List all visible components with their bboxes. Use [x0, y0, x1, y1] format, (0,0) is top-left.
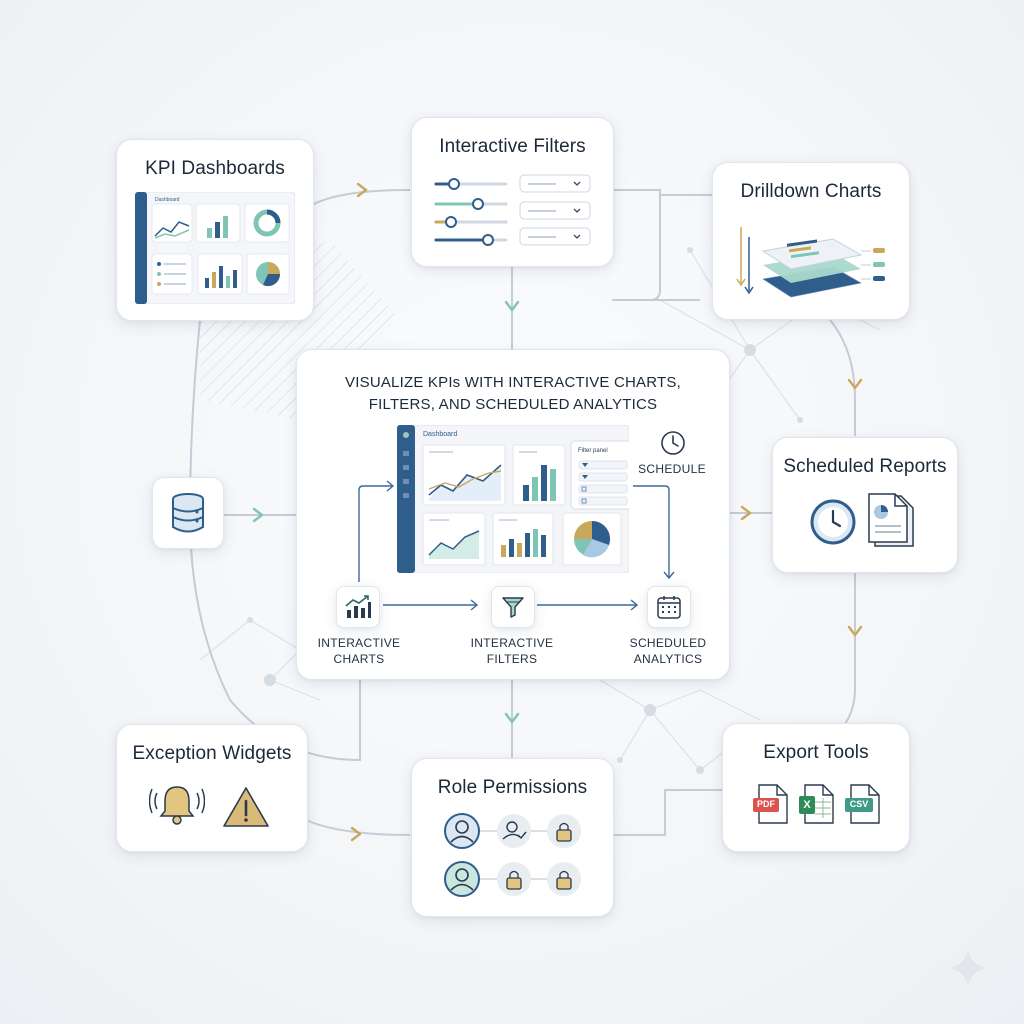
schedule-label: SCHEDULE [638, 462, 706, 476]
data-source-card[interactable] [152, 477, 224, 549]
step-label-line1: INTERACTIVE [470, 636, 554, 650]
card-title: Export Tools [763, 742, 869, 763]
step-label-filters: INTERACTIVE FILTERS [462, 635, 562, 667]
step-label-line2: FILTERS [486, 652, 538, 666]
drilldown-charts-card[interactable]: Drilldown Charts [712, 162, 910, 320]
scheduled-reports-card[interactable]: Scheduled Reports [772, 437, 958, 573]
card-title: Drilldown Charts [740, 181, 882, 202]
card-title: KPI Dashboards [145, 158, 285, 179]
excel-label: X [803, 799, 811, 811]
card-title: Scheduled Reports [783, 456, 947, 477]
csv-export-icon[interactable]: CSV [845, 784, 881, 824]
permissions-grid-icon [444, 813, 581, 897]
role-permissions-card[interactable]: Role Permissions [411, 758, 614, 917]
card-title: Exception Widgets [132, 743, 292, 764]
main-title-line1: VISUALIZE KPIs WITH INTERACTIVE CHARTS, [345, 374, 681, 391]
interactive-charts-step[interactable] [336, 586, 380, 628]
step-label-line1: SCHEDULED [629, 636, 707, 650]
warning-icon [223, 787, 269, 827]
pdf-export-icon[interactable]: PDF [753, 784, 789, 824]
interactive-filters-step[interactable] [491, 586, 535, 628]
card-title: Role Permissions [437, 777, 588, 798]
calendar-icon [657, 596, 681, 619]
main-overview-card: VISUALIZE KPIs WITH INTERACTIVE CHARTS, … [296, 349, 730, 680]
excel-export-icon[interactable]: X [799, 784, 835, 824]
bar-chart-icon [345, 595, 371, 618]
thumbnail-label: Dashboard [155, 197, 180, 203]
clock-icon [661, 431, 685, 455]
step-label-line2: CHARTS [333, 652, 385, 666]
flow-arrows [358, 480, 675, 611]
funnel-icon [502, 597, 524, 618]
card-title: Interactive Filters [439, 136, 586, 157]
main-title-line2: FILTERS, AND SCHEDULED ANALYTICS [368, 396, 658, 413]
scheduled-analytics-step[interactable] [647, 586, 691, 628]
main-title: VISUALIZE KPIs WITH INTERACTIVE CHARTS, … [297, 372, 729, 416]
export-tools-card[interactable]: Export Tools PDF X CSV [722, 723, 910, 852]
kpi-dashboards-card[interactable]: KPI Dashboards Dashboard [116, 139, 314, 321]
preview-dashboard-label: Dashboard [423, 431, 458, 438]
slider-controls-icon [434, 174, 591, 246]
report-document-icon [868, 493, 914, 547]
dashboard-preview-icon [397, 425, 629, 573]
step-label-line2: ANALYTICS [633, 652, 703, 666]
filter-panel-label: Filter panel [578, 448, 608, 454]
step-label-scheduled: SCHEDULED ANALYTICS [618, 635, 718, 667]
pdf-label: PDF [757, 799, 775, 809]
database-icon [172, 493, 204, 533]
dashboard-thumbnail-icon [135, 192, 295, 304]
interactive-filters-card[interactable]: Interactive Filters [411, 117, 614, 267]
exception-widgets-card[interactable]: Exception Widgets [116, 724, 308, 852]
layered-charts-icon [736, 227, 885, 298]
step-label-line1: INTERACTIVE [317, 636, 401, 650]
csv-label: CSV [849, 799, 869, 809]
step-label-charts: INTERACTIVE CHARTS [309, 635, 409, 667]
clock-icon [810, 499, 856, 545]
bell-icon [149, 786, 205, 825]
